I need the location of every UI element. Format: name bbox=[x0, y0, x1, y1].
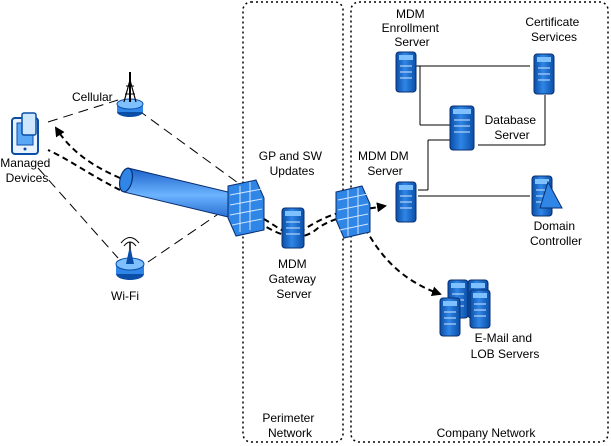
wireless-links bbox=[37, 99, 246, 263]
cellular-label: Cellular bbox=[72, 90, 113, 104]
firewall-icon bbox=[227, 179, 265, 237]
cell-tower-icon bbox=[116, 72, 144, 117]
mdm-enrollment-label: MDM Enrollment Server bbox=[382, 7, 443, 49]
device-cellular-link bbox=[47, 99, 119, 123]
managed-devices-label: Managed Devices bbox=[0, 156, 53, 185]
domain-controller-triangle-icon bbox=[539, 180, 563, 209]
email-lob-label: E-Mail and LOB Servers bbox=[471, 331, 540, 361]
mdm-gateway-server-icon bbox=[281, 207, 305, 249]
email-lob-server-icon bbox=[439, 297, 461, 337]
database-server-icon bbox=[449, 105, 475, 151]
cellular-firewall-link bbox=[137, 109, 246, 189]
wifi-firewall-link bbox=[147, 205, 231, 263]
mdm-dm-server-label: MDM DM Server bbox=[358, 149, 412, 178]
wifi-label: Wi-Fi bbox=[111, 289, 139, 303]
perimeter-network-label: Perimeter Network bbox=[262, 411, 317, 440]
gp-sw-updates-label: GP and SW Updates bbox=[259, 149, 325, 178]
labels: Managed Devices Cellular Wi-Fi GP and SW… bbox=[0, 7, 582, 440]
company-links bbox=[410, 65, 546, 197]
device-wifi-link bbox=[37, 167, 119, 259]
database-server-label: Database Server bbox=[485, 113, 540, 142]
certificate-services-label: Certificate Services bbox=[525, 15, 582, 44]
servers bbox=[281, 51, 555, 337]
email-lob-server-icon bbox=[469, 289, 491, 329]
mdm-enrollment-server-icon bbox=[395, 51, 417, 93]
wifi-antenna-icon bbox=[115, 237, 145, 280]
mdm-dm-server-icon bbox=[395, 181, 417, 223]
domain-controller-label: Domain Controller bbox=[530, 219, 582, 248]
mobile-device-icon bbox=[11, 112, 39, 155]
certificate-services-server-icon bbox=[533, 53, 555, 95]
company-network-label: Company Network bbox=[437, 426, 537, 440]
firewall-icon bbox=[335, 185, 371, 239]
mdm-gateway-label: MDM Gateway Server bbox=[269, 257, 320, 301]
